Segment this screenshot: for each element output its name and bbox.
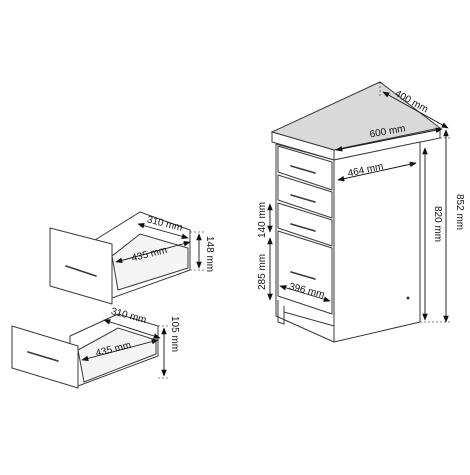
drawer-3-handle	[290, 223, 316, 232]
cabinet-inner-width-dim	[337, 161, 417, 182]
upper-drawer-height-label: 148 mm	[204, 236, 215, 272]
cabinet-depth-dim	[382, 91, 449, 129]
cabinet-drawer-1	[277, 145, 333, 191]
lower-drawer-width-dim	[81, 338, 159, 362]
lower-drawer-handle	[27, 351, 59, 362]
side-panel-hole	[406, 296, 410, 300]
lower-drawer: 310 mm 435 mm 105 mm	[11, 306, 180, 389]
cabinet-plinth	[277, 300, 335, 342]
upper-drawer: 310 mm 435 mm 148 mm	[49, 211, 215, 305]
drawer-1-handle	[290, 165, 316, 174]
drawer-4-handle	[290, 271, 316, 280]
cabinet-width-dim	[335, 127, 443, 152]
cabinet-drawer-2	[277, 174, 333, 219]
small-drawer-height-label: 140 mm	[257, 202, 268, 238]
cabinet-total-height-label: 852 mm	[454, 194, 465, 230]
cabinet: 400 mm 600 mm 464 mm 852 mm 820 mm 140 m…	[257, 81, 465, 343]
cabinet-body-height-label: 820 mm	[432, 206, 443, 242]
lower-drawer-depth-dim	[103, 319, 161, 339]
upper-drawer-width-dim	[115, 240, 191, 264]
large-drawer-width-dim	[279, 285, 331, 302]
cabinet-drawer-3	[277, 202, 333, 247]
lower-drawer-height-label: 105 mm	[169, 316, 180, 352]
upper-drawer-depth-dim	[137, 223, 189, 239]
drawer-2-handle	[290, 194, 316, 203]
large-drawer-height-label: 285 mm	[257, 254, 268, 290]
upper-drawer-front	[49, 227, 113, 305]
upper-drawer-handle	[65, 265, 97, 277]
